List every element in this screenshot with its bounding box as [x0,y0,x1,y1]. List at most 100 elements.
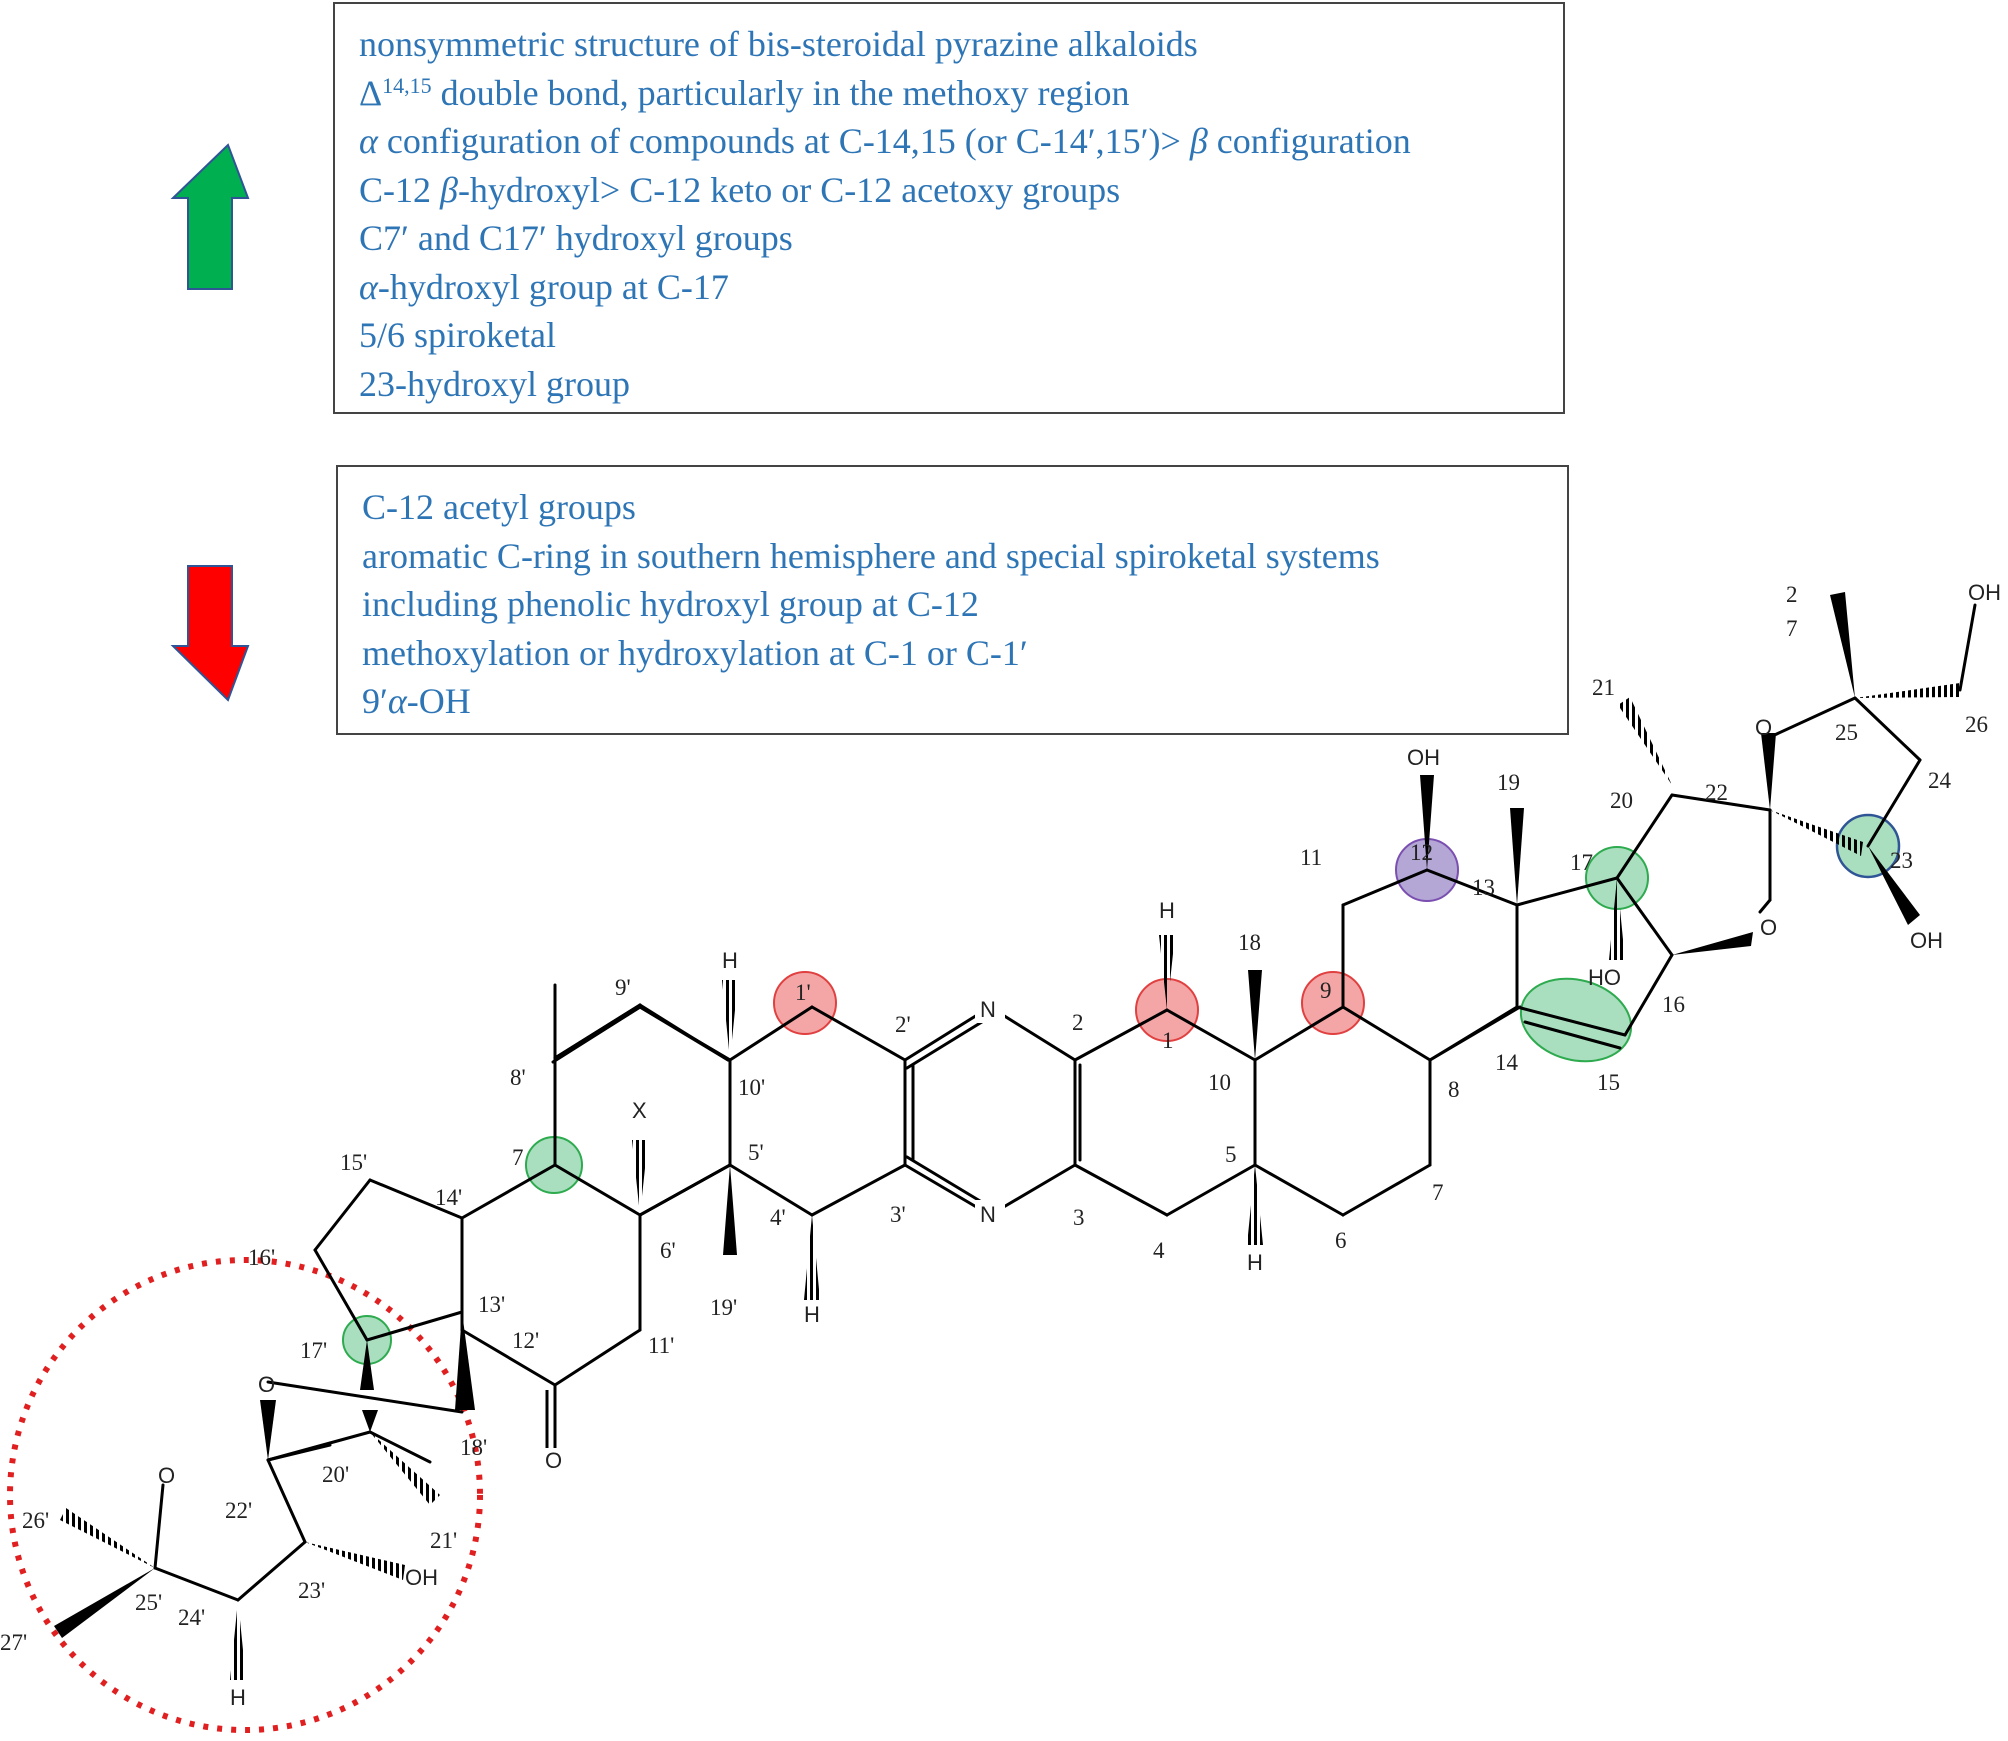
position-labels: 1 2 3 4 5 6 7 8 9 10 11 12 13 14 15 16 1… [0,582,1988,1655]
label-20: 20 [1610,788,1633,813]
label-23p: 23' [298,1578,325,1603]
bonds [153,983,1522,1602]
feature-aromatic-c-ring: aromatic C-ring in southern hemisphere a… [362,535,1380,576]
atom-o-ring-e: O [1755,715,1772,740]
feature-methoxylation: methoxylation or hydroxylation at C-1 or… [362,632,1028,673]
feature-c7-c17-hydroxyl: C7′ and C17′ hydroxyl groups [359,218,793,258]
highlight-c1p [773,971,837,1035]
atom-oh-12: OH [1407,745,1440,770]
label-26p: 26' [22,1508,49,1533]
feature-phenolic-hydroxyl: including phenolic hydroxyl group at C-1… [362,584,979,624]
atom-o-ring-fp: O [158,1463,175,1488]
ketone-bond [545,1385,557,1448]
label-19p: 19' [710,1295,737,1320]
label-9: 9 [1320,978,1332,1003]
label-22p: 22' [225,1498,252,1523]
atom-ho-17: HO [1588,965,1621,990]
label-7p: 7 [512,1145,524,1170]
label-24: 24 [1928,768,1952,793]
label-16p: 16' [248,1245,275,1270]
label-5p: 5' [748,1140,764,1165]
beta-symbol: β [1189,121,1208,161]
feature-c12-acetyl: C-12 acetyl groups [362,487,636,527]
label-23: 23 [1890,848,1913,873]
atom-labels: N N OH HO OH OH O O H H H H X O O O OH H [158,580,2001,1710]
label-2p: 2' [895,1012,911,1037]
atom-n-bottom: N [980,1202,996,1227]
highlight-c14-c15 [1519,977,1633,1063]
label-16: 16 [1662,992,1685,1017]
feature-9-suffix: -OH [406,681,471,721]
label-24p: 24' [178,1605,205,1630]
label-18: 18 [1238,930,1261,955]
feature-9-alpha-oh: 9′α-OH [362,677,1543,726]
label-13p: 13' [478,1292,505,1317]
feature-c17-alpha-hydroxyl: α-hydroxyl group at C-17 [359,263,1539,312]
label-3: 3 [1073,1205,1085,1230]
label-20p: 20' [322,1462,349,1487]
feature-c17-text: -hydroxyl group at C-17 [377,266,729,307]
bonds-right [1341,603,1977,1062]
label-2: 2 [1072,1010,1084,1035]
atom-oh-23p: OH [405,1565,438,1590]
feature-nonsymmetric: nonsymmetric structure of bis-steroidal … [359,24,1198,64]
label-4p: 4' [770,1205,786,1230]
atom-h-5: H [1247,1250,1263,1275]
label-13: 13 [1472,875,1495,900]
label-21: 21 [1592,675,1615,700]
feature-configuration-text: configuration of compounds at C-14,15 (o… [377,121,1190,161]
feature-spiroketal: 5/6 spiroketal [359,315,556,355]
label-11: 11 [1300,845,1322,870]
beta-symbol-2: β [440,169,458,210]
alpha-symbol-3: α [387,681,407,721]
dotted-region-circle [7,1257,483,1733]
feature-configuration-end: configuration [1207,121,1411,161]
label-6p: 6' [660,1238,676,1263]
label-8p: 8' [510,1065,526,1090]
highlight-c9 [1301,971,1365,1035]
label-12p: 12' [512,1328,539,1353]
label-5: 5 [1225,1142,1237,1167]
label-22: 22 [1705,780,1728,805]
feature-23-hydroxyl: 23-hydroxyl group [359,363,630,404]
alpha-symbol: α [359,121,378,161]
label-25: 25 [1835,720,1858,745]
feature-9-prefix: 9′ [362,681,388,721]
label-17p: 17' [300,1338,327,1363]
atom-o-ring-ep: O [258,1372,275,1397]
alpha-symbol-2: α [359,266,378,307]
label-25p: 25' [135,1590,162,1615]
label-10: 10 [1208,1070,1231,1095]
up-arrow-icon [170,143,250,290]
label-11p: 11' [648,1333,674,1358]
label-14: 14 [1495,1050,1519,1075]
label-26: 26 [1965,712,1988,737]
atom-x: X [632,1098,647,1123]
atom-h-4p: H [804,1302,820,1327]
label-27-a: 2 [1786,582,1798,607]
atom-h-10p: H [722,948,738,973]
label-27p: 27' [0,1630,27,1655]
label-1p: 1' [795,980,811,1005]
unfavorable-features-box: C-12 acetyl groups aromatic C-ring in so… [336,465,1569,735]
label-9p: 9' [615,975,631,1000]
atom-oh-26: OH [1968,580,2001,605]
label-18p: 18' [460,1435,487,1460]
label-1: 1 [1162,1028,1174,1053]
label-3p: 3' [890,1202,906,1227]
delta-symbol: Δ [359,72,383,113]
favorable-features-box: nonsymmetric structure of bis-steroidal … [333,2,1565,414]
atom-o-keto: O [545,1448,562,1473]
label-6: 6 [1335,1228,1347,1253]
atom-h-1: H [1159,898,1175,923]
feature-c12-text: -hydroxyl> C-12 keto or C-12 acetoxy gro… [457,169,1121,210]
atom-o-ring-f: O [1760,915,1777,940]
label-4: 4 [1153,1238,1165,1263]
label-27-b: 7 [1786,616,1798,641]
feature-double-bond-text: double bond, particularly in the methoxy… [431,72,1130,113]
label-12: 12 [1410,840,1433,865]
feature-c12-prefix: C-12 [359,169,440,210]
label-17: 17 [1570,850,1593,875]
feature-double-bond: Δ14,15 double bond, particularly in the … [359,69,1539,118]
